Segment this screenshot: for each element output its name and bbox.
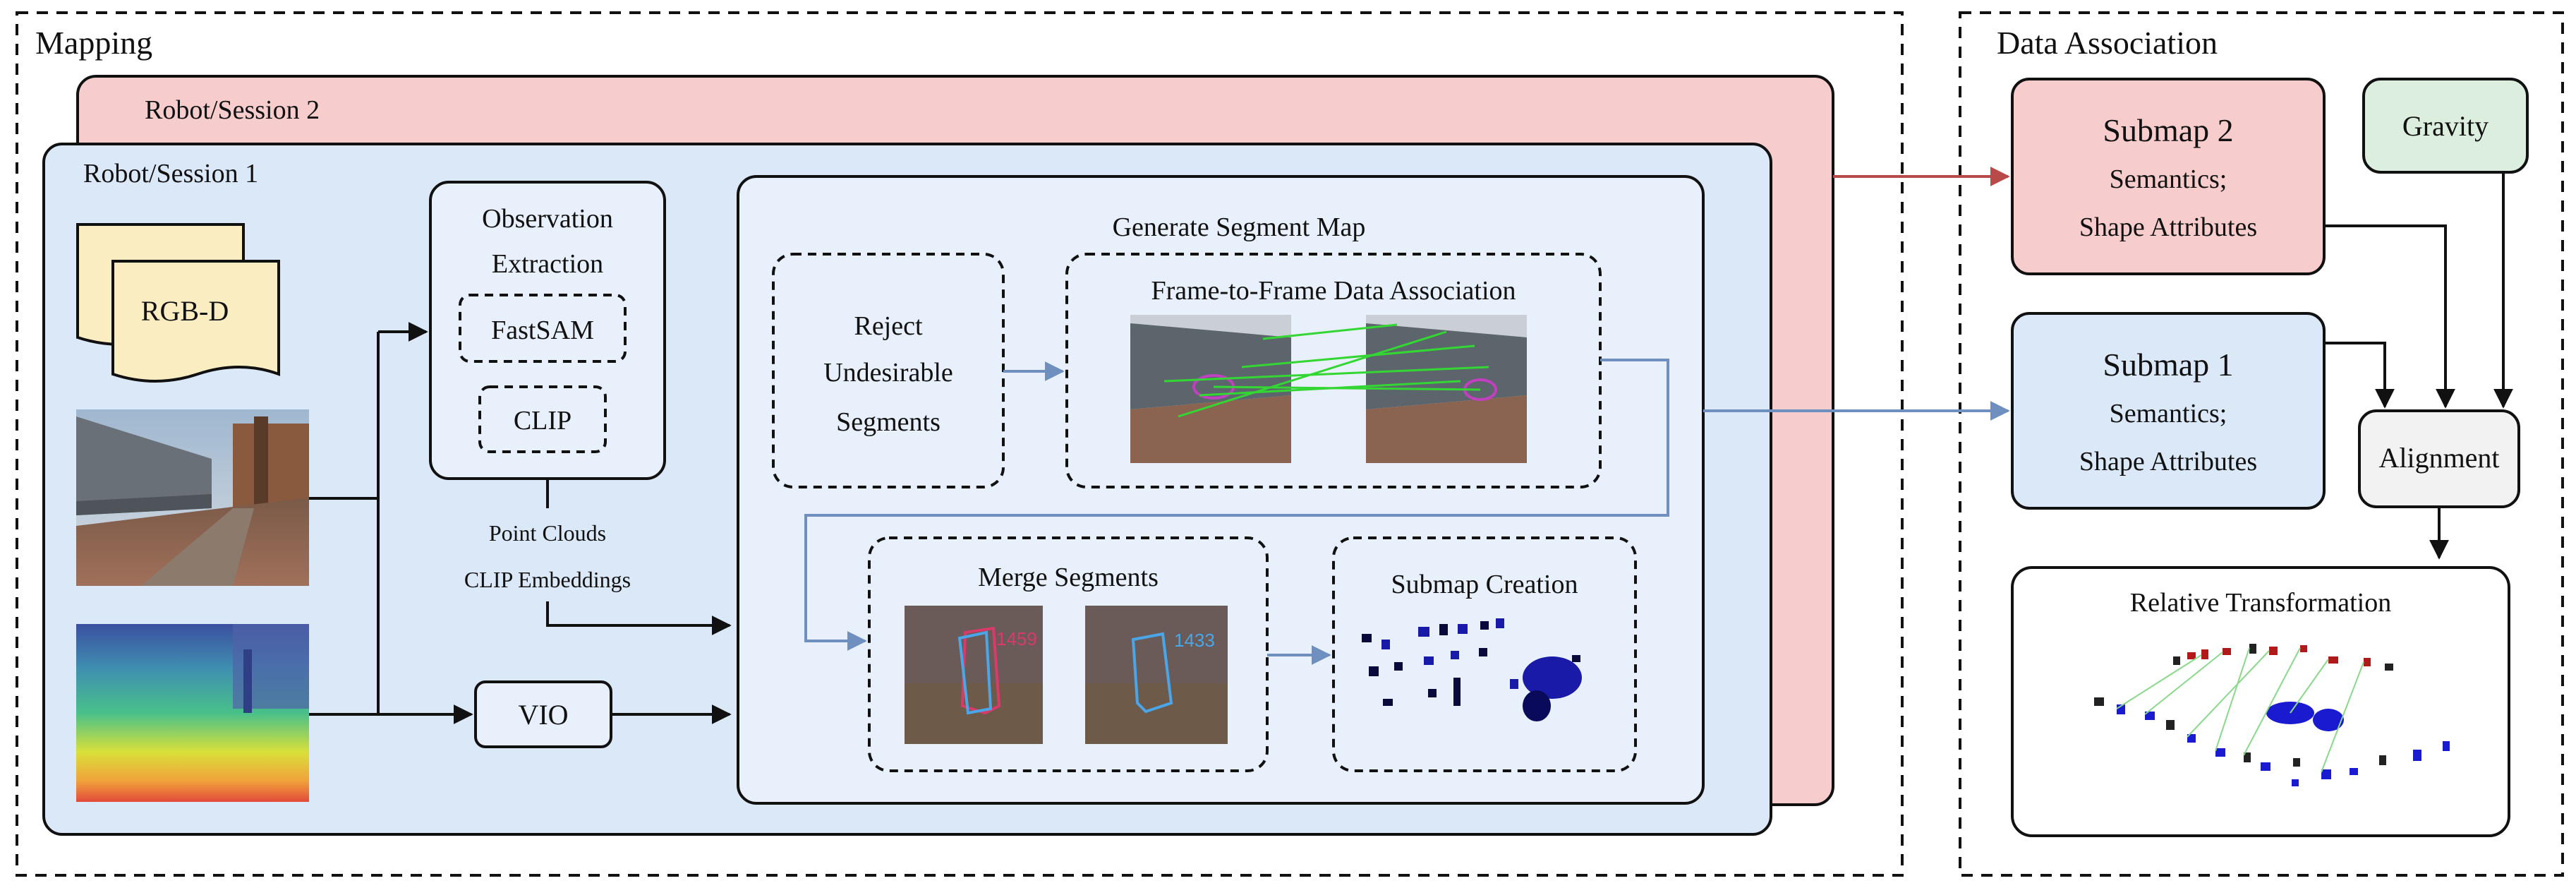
input-connectors <box>309 322 732 724</box>
clip-embeddings-label: CLIP Embeddings <box>464 567 631 592</box>
mapping-title: Mapping <box>35 25 152 61</box>
submap2-line2: Shape Attributes <box>2079 212 2257 242</box>
relative-transformation-box <box>2011 566 2510 837</box>
relative-transformation-title: Relative Transformation <box>2130 588 2391 618</box>
session2-label: Robot/Session 2 <box>145 95 320 125</box>
session1-label: Robot/Session 1 <box>83 159 258 188</box>
segment-map-title: Generate Segment Map <box>1113 212 1366 242</box>
clip-box <box>478 385 607 453</box>
merge-id-left: 1459 <box>996 628 1037 649</box>
frame-to-frame-title: Frame-to-Frame Data Association <box>1151 276 1516 306</box>
submap-point-cloud <box>1362 618 1582 721</box>
submap-creation-box <box>1332 536 1637 772</box>
merge-images <box>905 606 1228 744</box>
merge-segments-box <box>868 536 1269 772</box>
segment-flow-arrows <box>804 359 1669 665</box>
relative-transformation-matches <box>2116 647 2364 773</box>
submap2-title: Submap 2 <box>2103 112 2233 148</box>
clip-label: CLIP <box>514 406 572 436</box>
point-clouds-label: Point Clouds <box>489 520 606 546</box>
submap2-line1: Semantics; <box>2110 164 2227 194</box>
data-association-panel <box>1959 11 2564 877</box>
submap1-title: Submap 1 <box>2103 347 2233 383</box>
observation-title-line1: Observation <box>482 204 613 234</box>
submap1-box <box>2011 312 2326 510</box>
alignment-label: Alignment <box>2378 442 2499 474</box>
reject-line3: Segments <box>836 407 941 437</box>
merge-title: Merge Segments <box>978 563 1159 592</box>
alignment-connectors <box>2324 172 2513 560</box>
fastsam-label: FastSAM <box>491 316 594 345</box>
depth-image <box>76 624 309 802</box>
mapping-panel <box>16 11 1904 877</box>
submap2-box <box>2011 78 2326 275</box>
data-association-title: Data Association <box>1997 25 2218 61</box>
submap-creation-title: Submap Creation <box>1391 570 1578 599</box>
vio-label: VIO <box>518 699 568 731</box>
gravity-box <box>2362 78 2529 174</box>
rgbd-label: RGB-D <box>141 295 229 327</box>
gravity-label: Gravity <box>2402 110 2489 142</box>
correspondence-lines <box>1163 323 1489 418</box>
observation-title-line2: Extraction <box>492 249 603 279</box>
submap1-line2: Shape Attributes <box>2079 447 2257 476</box>
rgb-image <box>76 409 309 586</box>
reject-line1: Reject <box>854 311 923 341</box>
submap1-line1: Semantics; <box>2110 399 2227 428</box>
frame-to-frame-box <box>1065 253 1602 488</box>
fastsam-box <box>459 294 627 363</box>
merge-id-right: 1433 <box>1174 630 1215 651</box>
rgbd-document-icon <box>76 223 280 383</box>
reject-line2: Undesirable <box>823 358 953 388</box>
